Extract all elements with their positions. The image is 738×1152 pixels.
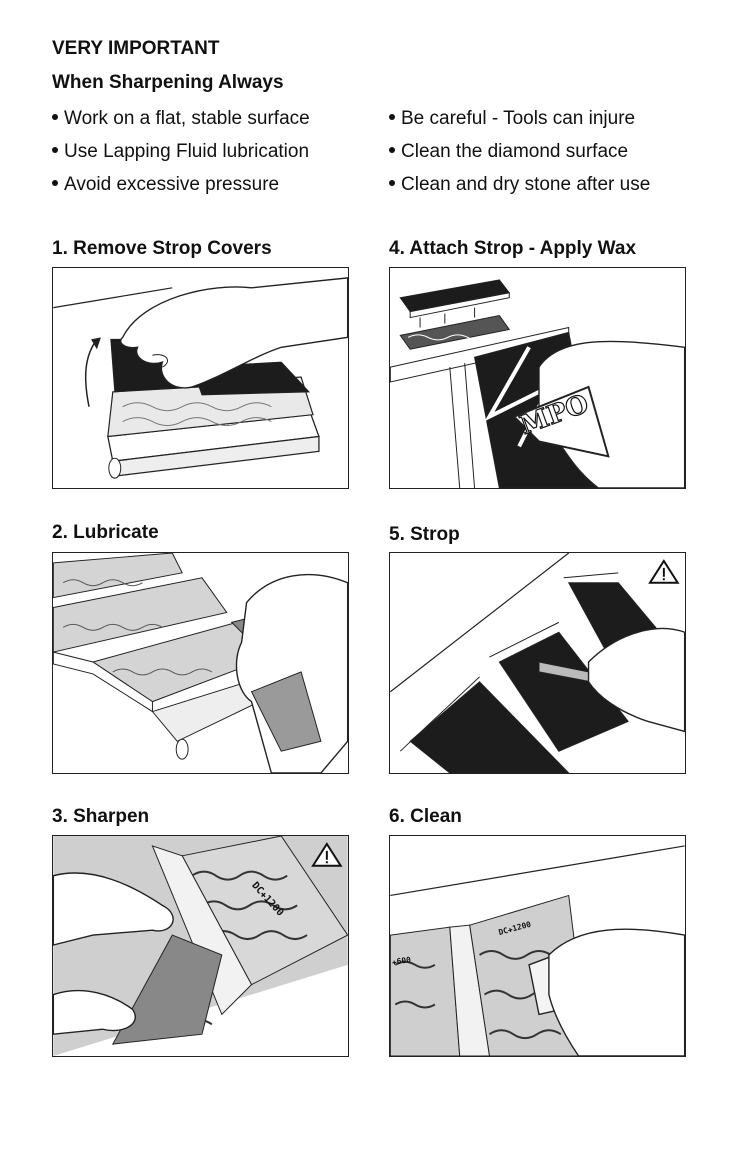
step-2-illustration: [52, 552, 349, 774]
step-3-title: 3. Sharpen: [52, 806, 150, 827]
bullet-item: Avoid excessive pressure: [52, 174, 279, 196]
step-4-title: 4. Attach Strop - Apply Wax: [389, 238, 637, 259]
step-6-title: 6. Clean: [389, 806, 462, 827]
bullet-dot-icon: [389, 113, 395, 120]
warning-triangle-icon: [648, 559, 680, 584]
step-5-illustration: [389, 552, 686, 774]
step-1-title: 1. Remove Strop Covers: [52, 238, 272, 259]
warning-triangle-icon: [311, 842, 343, 867]
bullet-item: Clean and dry stone after use: [389, 174, 650, 196]
step-4-illustration: MPO: [389, 267, 686, 489]
sharpen-drawing: DC✚1200: [53, 836, 348, 1056]
step-3-illustration: DC✚1200: [52, 835, 349, 1057]
step-1-illustration: [52, 267, 349, 489]
page-title: VERY IMPORTANT: [52, 38, 220, 59]
bullet-dot-icon: [52, 179, 58, 186]
step-5-title: 5. Strop: [389, 524, 460, 545]
bullet-dot-icon: [52, 113, 58, 120]
step-6-illustration: DC✚1200 ✚600: [389, 835, 686, 1057]
stone-grit-label: ✚600: [391, 955, 411, 967]
attach-strop-drawing: MPO: [390, 279, 685, 488]
bullet-dot-icon: [389, 179, 395, 186]
bullet-dot-icon: [52, 146, 58, 153]
bullet-item: Work on a flat, stable surface: [52, 108, 310, 130]
step-2-title: 2. Lubricate: [52, 522, 159, 543]
bullet-item: Be careful - Tools can injure: [389, 108, 635, 130]
clean-drawing: DC✚1200 ✚600: [390, 845, 685, 1056]
strop-drawing: [390, 553, 685, 773]
bullet-item: Clean the diamond surface: [389, 141, 628, 163]
bullet-dot-icon: [389, 146, 395, 153]
page-subtitle: When Sharpening Always: [52, 72, 284, 93]
remove-strop-covers-drawing: [53, 277, 348, 479]
bullet-item: Use Lapping Fluid lubrication: [52, 141, 309, 163]
lubricate-drawing: [53, 553, 348, 773]
